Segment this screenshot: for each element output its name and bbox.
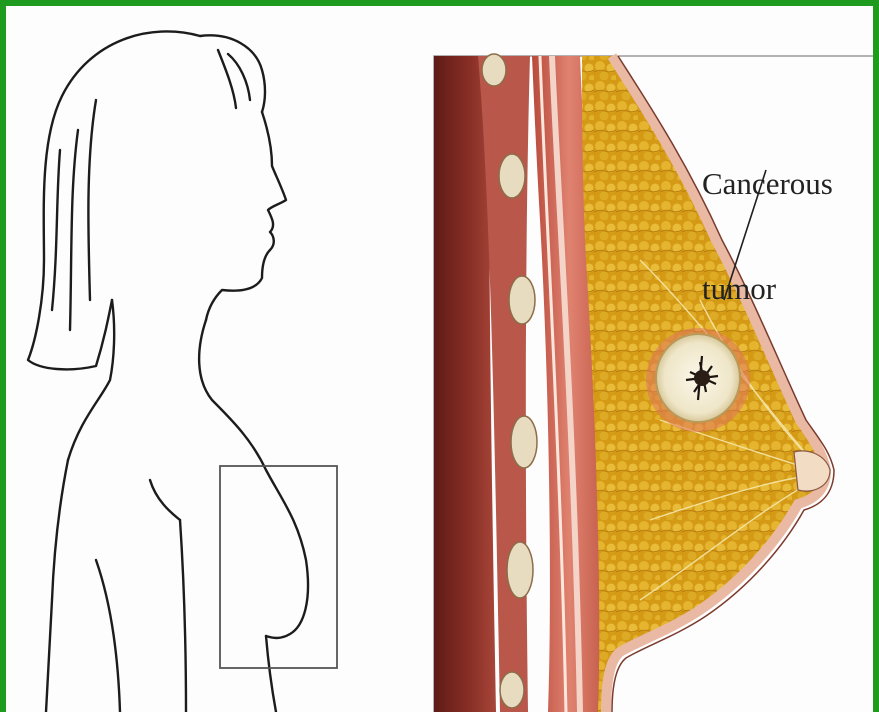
tumor-label-line2: tumor: [702, 271, 833, 306]
silhouette-figure: [28, 31, 308, 712]
chest-line: [199, 320, 308, 638]
arm-line: [180, 520, 186, 712]
hair-top: [200, 35, 265, 112]
tumor-label: Cancerous tumor: [702, 96, 833, 376]
hair-inner-strands: [52, 50, 250, 330]
torso-front: [266, 636, 276, 712]
diagram-canvas: Cancerous tumor: [6, 6, 873, 712]
tumor-label-line1: Cancerous: [702, 166, 833, 201]
waist-line: [96, 560, 120, 712]
back-line: [46, 460, 68, 712]
face-profile: [206, 112, 286, 320]
armpit-line: [150, 480, 180, 520]
